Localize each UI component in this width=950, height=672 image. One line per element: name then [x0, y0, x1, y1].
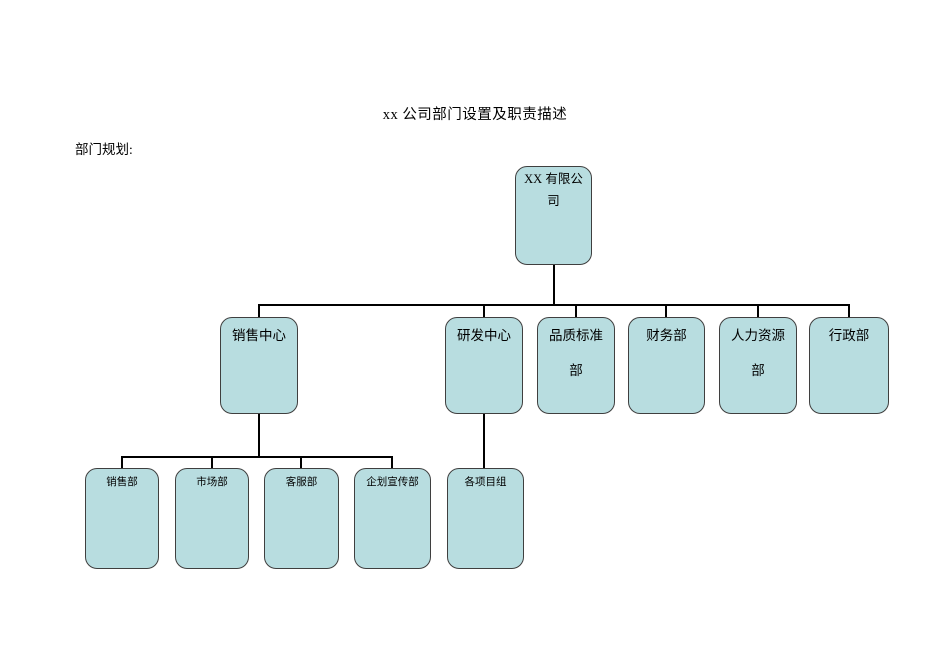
org-node-hr-dept: 人力资源部 [719, 317, 797, 414]
org-node-marketing-dept: 市场部 [175, 468, 249, 569]
org-node-finance-dept: 财务部 [628, 317, 705, 414]
org-node-customer-service-dept: 客服部 [264, 468, 339, 569]
connector-level2-rail [258, 304, 850, 322]
org-node-admin-dept: 行政部 [809, 317, 889, 414]
org-node-sales-dept: 销售部 [85, 468, 159, 569]
org-node-company-root: XX 有限公司 [515, 166, 592, 265]
org-node-project-teams: 各项目组 [447, 468, 524, 569]
document-title: xx 公司部门设置及职责描述 [382, 107, 568, 123]
org-node-rd-center: 研发中心 [445, 317, 523, 414]
connector-level3-rail [121, 456, 393, 472]
section-label: 部门规划: [75, 142, 133, 157]
org-node-planning-promotion-dept: 企划宣传部 [354, 468, 431, 569]
org-node-quality-standards-dept: 品质标准部 [537, 317, 615, 414]
org-node-sales-center: 销售中心 [220, 317, 298, 414]
